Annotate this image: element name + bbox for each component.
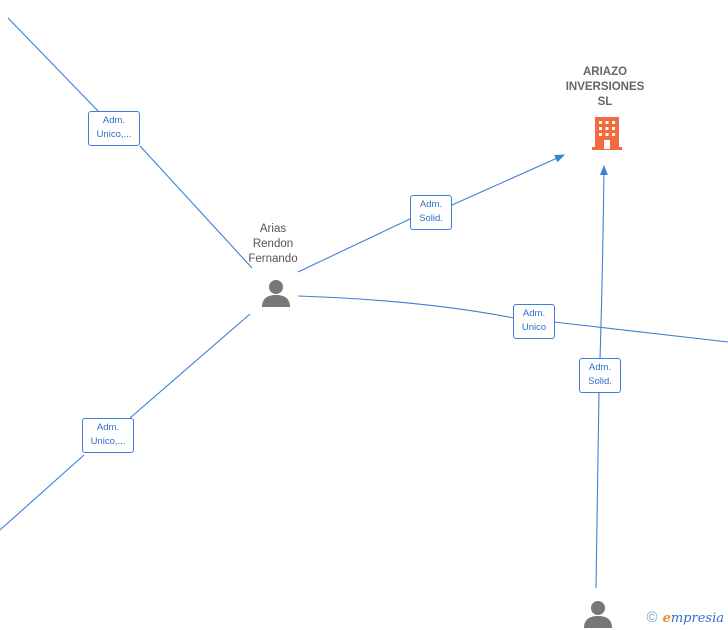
building-icon[interactable] — [591, 115, 623, 151]
brand-initial: e — [662, 611, 671, 626]
company-name-line: SL — [597, 96, 613, 108]
edge-person-to-company — [297, 155, 564, 273]
edge-label-line: Solid. — [419, 213, 443, 224]
edge-label-line: Adm. — [96, 422, 120, 433]
edge-label-line: Solid. — [588, 376, 612, 387]
edge-bottom-person-to-company — [596, 166, 604, 589]
person-name: Arias Rendon Fernando — [233, 222, 313, 267]
company-name-line: ARIAZO — [582, 66, 628, 78]
edge-label-line: Adm. — [102, 115, 126, 126]
person-name-line: Arias — [259, 223, 287, 235]
company-name-line: INVERSIONES — [565, 81, 645, 93]
copyright-symbol: © — [646, 609, 658, 626]
edge-top-left-to-person — [7, 17, 101, 114]
person-icon[interactable] — [583, 599, 613, 629]
edge-label[interactable]: Adm. Unico,... — [82, 418, 134, 453]
edge-label-line: Adm. — [522, 308, 546, 319]
edge-label[interactable]: Adm. Unico,... — [88, 111, 140, 146]
edge-label-line: Unico,... — [96, 129, 132, 140]
watermark: © empresia — [647, 609, 724, 626]
person-icon[interactable] — [261, 278, 291, 308]
edge-person-to-right — [297, 295, 728, 343]
edge-label-line: Unico,... — [90, 436, 126, 447]
edge-label[interactable]: Adm. Unico — [513, 304, 555, 339]
company-name: ARIAZO INVERSIONES SL — [555, 65, 655, 110]
edge-person-to-bottom-left — [0, 313, 251, 531]
edge-label-line: Adm. — [588, 362, 612, 373]
edge-label-line: Adm. — [419, 199, 443, 210]
edge-label-line: Unico — [521, 322, 547, 333]
edge-label[interactable]: Adm. Solid. — [579, 358, 621, 393]
brand-rest: mpresia — [670, 611, 724, 626]
edge-label[interactable]: Adm. Solid. — [410, 195, 452, 230]
edge-top-left-to-person-lower — [139, 145, 253, 269]
person-name-line: Rendon — [252, 238, 294, 250]
brand-logo: empresia — [663, 611, 724, 626]
person-name-line: Fernando — [248, 253, 298, 265]
